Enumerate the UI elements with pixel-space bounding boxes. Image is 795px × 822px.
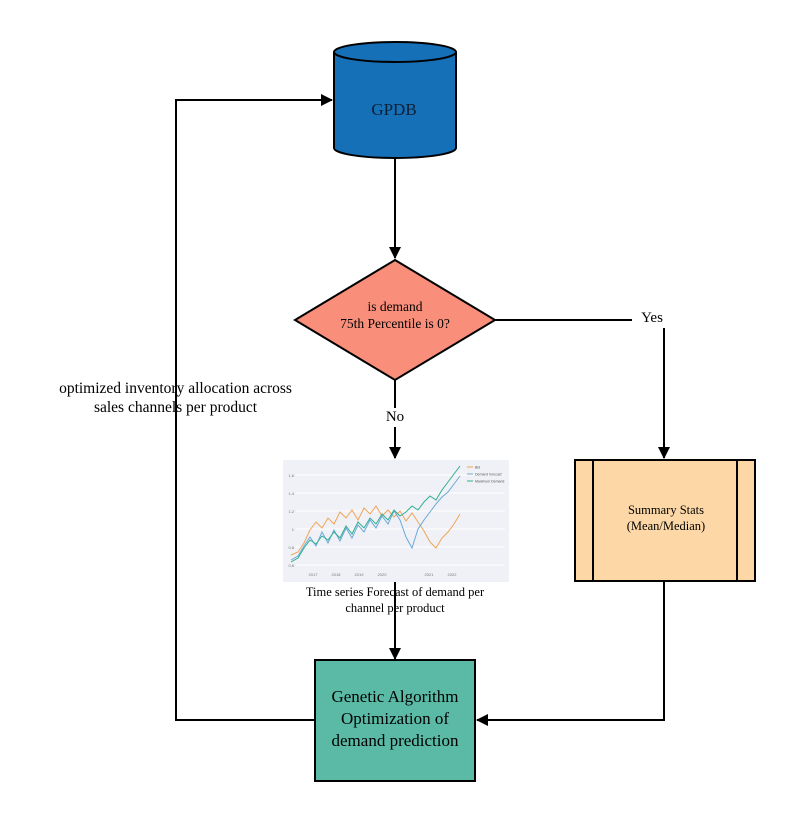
thumbnail-y-tick: 1.6 <box>288 473 294 478</box>
ga-label-line3: demand prediction <box>331 731 459 751</box>
edge-feedback-loop <box>175 94 333 721</box>
decision-label: is demand 75th Percentile is 0? <box>320 299 470 333</box>
ga-label-line1: Genetic Algorithm <box>331 687 459 706</box>
thumbnail-legend: Bid Demand forecast Maximum Demand <box>467 465 504 483</box>
thumbnail-series-green <box>290 465 461 563</box>
forecast-caption-line1: Time series Forecast of demand per <box>305 585 485 599</box>
thumbnail-legend-item: Demand forecast <box>475 472 502 476</box>
thumbnail-y-tick: 1.2 <box>288 509 294 514</box>
genetic-algorithm-label: Genetic Algorithm Optimization of demand… <box>316 686 474 752</box>
genetic-algorithm-node <box>314 659 476 782</box>
edge-summary-to-ga <box>476 581 665 726</box>
feedback-edge-label: optimized inventory allocation across sa… <box>28 379 323 418</box>
summary-node <box>574 459 756 582</box>
ga-label-line2: Optimization of <box>340 709 450 729</box>
no-edge-label: No <box>378 408 412 427</box>
thumbnail-x-tick: 2021 <box>425 572 435 577</box>
yes-edge-label: Yes <box>632 309 672 328</box>
thumbnail-y-ticks: 1.6 1.4 1.2 1 0.8 0.6 <box>288 473 294 568</box>
thumbnail-x-ticks: 2017 2018 2019 2020 2021 2022 <box>309 572 458 577</box>
feedback-label-line2: sales channels per product <box>93 399 258 417</box>
edge-decision-yes <box>495 319 670 459</box>
database-node <box>333 41 457 159</box>
thumbnail-series-orange <box>290 505 461 556</box>
summary-label-line2: (Mean/Median) <box>626 518 706 533</box>
decision-node <box>293 258 497 382</box>
forecast-thumbnail: Bid Demand forecast Maximum Demand 1.6 1… <box>283 460 509 582</box>
summary-label: Summary Stats (Mean/Median) <box>596 503 736 534</box>
thumbnail-x-tick: 2019 <box>355 572 365 577</box>
decision-label-line1: is demand <box>367 299 423 314</box>
summary-label-line1: Summary Stats <box>627 503 705 517</box>
forecast-caption: Time series Forecast of demand per chann… <box>288 585 502 616</box>
forecast-caption-line2: channel per product <box>345 600 445 615</box>
feedback-label-line1: optimized inventory allocation across <box>59 380 292 397</box>
thumbnail-series-blue <box>290 475 461 561</box>
thumbnail-x-tick: 2018 <box>332 572 342 577</box>
thumbnail-legend-item: Bid <box>475 465 480 469</box>
thumbnail-y-tick: 0.6 <box>288 563 294 568</box>
thumbnail-y-tick: 1 <box>292 527 295 532</box>
thumbnail-x-tick: 2017 <box>309 572 319 577</box>
thumbnail-legend-item: Maximum Demand <box>475 479 504 483</box>
decision-label-line2: 75th Percentile is 0? <box>340 315 450 331</box>
thumbnail-y-tick: 1.4 <box>288 491 294 496</box>
thumbnail-x-tick: 2020 <box>378 572 388 577</box>
thumbnail-x-tick: 2022 <box>448 572 458 577</box>
thumbnail-y-tick: 0.8 <box>288 545 294 550</box>
database-label: GPDB <box>371 100 417 119</box>
